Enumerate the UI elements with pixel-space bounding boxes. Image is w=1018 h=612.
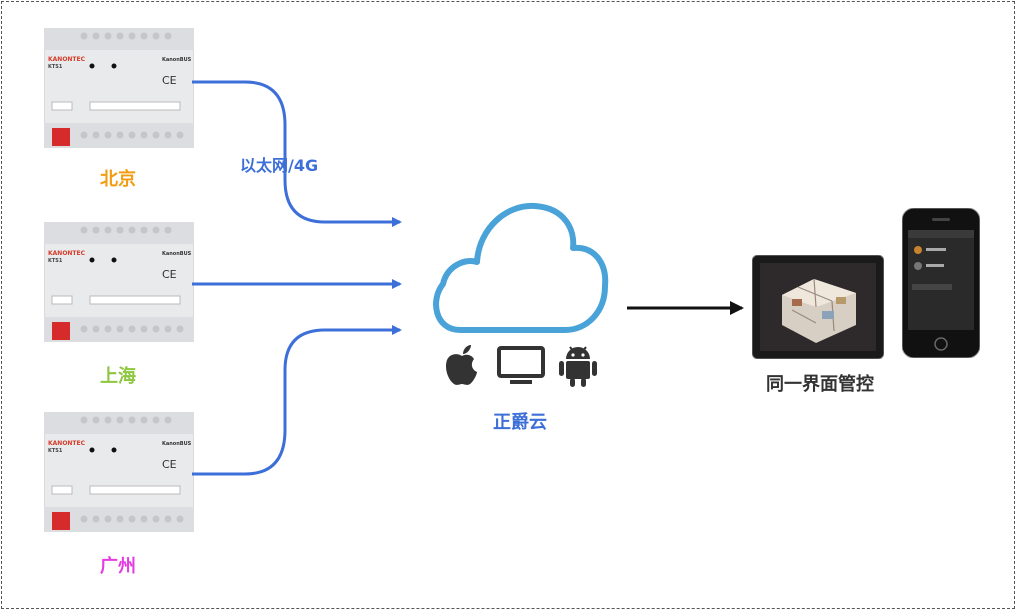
cloud-label: 正爵云 — [493, 412, 547, 433]
device-model: KTS1 — [48, 258, 63, 264]
device-bus: KanonBUS — [162, 57, 192, 63]
device-bus: KanonBUS — [162, 441, 192, 447]
tablet-icon — [752, 255, 884, 359]
device-model: KTS1 — [48, 448, 63, 454]
svg-text:CE: CE — [162, 458, 177, 471]
device-brand: KANONTEC — [48, 250, 86, 257]
svg-text:CE: CE — [162, 268, 177, 281]
city-label-guangzhou: 广州 — [100, 556, 136, 577]
network-label: 以太网/4G — [240, 156, 319, 175]
device-guangzhou: CE — [43, 411, 195, 533]
device-brand: KANONTEC — [48, 440, 86, 447]
device-model: KTS1 — [48, 64, 63, 70]
apple-icon — [445, 345, 477, 385]
unified-control-label: 同一界面管控 — [766, 374, 874, 395]
device-brand: KANONTEC — [48, 56, 86, 63]
android-icon — [559, 346, 597, 387]
device-beijing: CE — [43, 27, 195, 149]
city-label-shanghai: 上海 — [100, 366, 136, 387]
city-label-beijing: 北京 — [100, 169, 136, 190]
wire-guangzhou — [192, 325, 402, 476]
svg-text:CE: CE — [162, 74, 177, 87]
monitor-icon — [497, 346, 545, 384]
wire-beijing — [192, 80, 402, 227]
cloud-icon — [433, 202, 609, 333]
device-shanghai: CE — [43, 221, 195, 343]
phone-icon — [902, 208, 980, 358]
device-bus: KanonBUS — [162, 251, 192, 257]
